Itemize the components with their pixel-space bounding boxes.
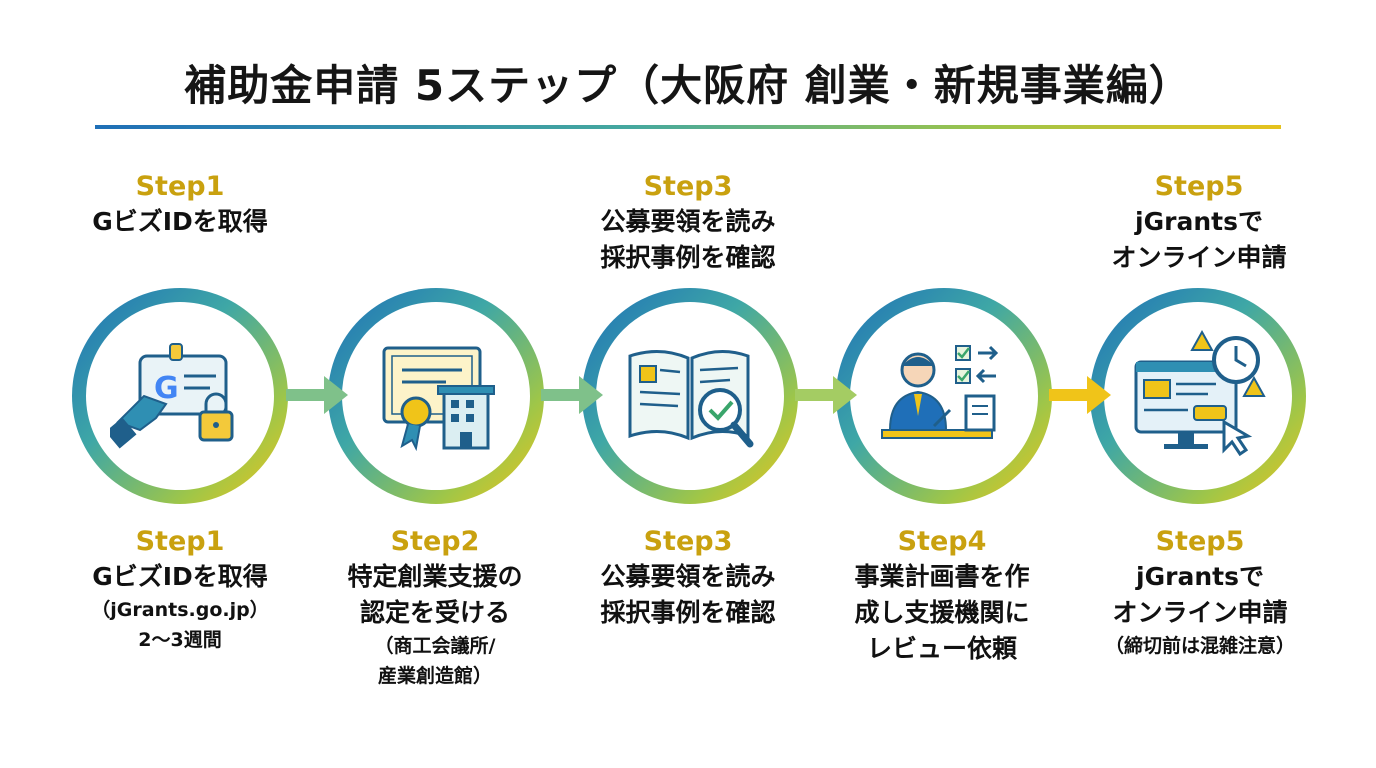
step-title-line: GビズIDを取得 [92, 207, 268, 236]
step2-circle [328, 288, 544, 504]
step4-label: Step4 事業計画書を作 成し支援機関に レビュー依頼 [807, 525, 1077, 667]
step-note-line: 産業創造館） [377, 665, 492, 687]
step-title-line: 認定を受ける [359, 598, 510, 627]
top-label-step5: Step5 jGrantsで オンライン申請 [1079, 170, 1319, 276]
arrow-right-icon [795, 376, 857, 414]
top-label-step3: Step3 公募要領を読み 採択事例を確認 [568, 170, 808, 276]
step-number: Step5 [1154, 171, 1244, 202]
step-number: Step5 [1155, 526, 1245, 557]
step-number: Step3 [643, 526, 733, 557]
step5-circle [1090, 288, 1306, 504]
step-title-line: 事業計画書を作 [854, 562, 1030, 591]
title-underline [95, 125, 1281, 129]
step-number: Step1 [135, 171, 225, 202]
step-number: Step2 [390, 526, 480, 557]
step-title-line: 特定創業支援の [347, 562, 523, 591]
book-magnifier-icon [628, 350, 754, 448]
step-note-line: （締切前は混雑注意） [1104, 635, 1295, 657]
step3-label: Step3 公募要領を読み 採択事例を確認 [553, 525, 823, 631]
step-title-line: オンライン申請 [1111, 243, 1287, 272]
step3-circle [582, 288, 798, 504]
step-title-line: レビュー依頼 [866, 634, 1017, 663]
step-title-line: 採択事例を確認 [600, 598, 776, 627]
step-title-line: 公募要領を読み [600, 207, 776, 236]
step-title-line: GビズIDを取得 [92, 562, 268, 591]
step-title-line: jGrantsで [1136, 562, 1264, 591]
step1-circle: G [72, 288, 288, 504]
step4-circle [836, 288, 1052, 504]
page-title: 補助金申請 5ステップ（大阪府 創業・新規事業編） [184, 61, 1192, 110]
step-title-line: 成し支援機関に [854, 598, 1030, 627]
step-note-line: （jGrants.go.jp） [91, 599, 269, 621]
step1-label: Step1 GビズIDを取得 （jGrants.go.jp） 2〜3週間 [45, 525, 315, 655]
person-checklist-icon [881, 345, 999, 439]
step-number: Step4 [897, 526, 987, 557]
step2-label: Step2 特定創業支援の 認定を受ける （商工会議所/ 産業創造館） [300, 525, 570, 691]
step-title-line: オンライン申請 [1112, 598, 1288, 627]
monitor-clock-icon [1134, 329, 1266, 457]
step-note-line: 2〜3週間 [138, 629, 222, 651]
id-card-lock-icon: G [110, 343, 234, 449]
step-title-line: 採択事例を確認 [600, 243, 776, 272]
step-title-line: 公募要領を読み [600, 562, 776, 591]
arrow-right-icon [541, 376, 603, 414]
certificate-building-icon [382, 346, 495, 452]
top-label-step1: Step1 GビズIDを取得 [60, 170, 300, 240]
step-note-line: （商工会議所/ [374, 635, 496, 657]
arrow-right-icon [1049, 376, 1111, 414]
step5-label: Step5 jGrantsで オンライン申請 （締切前は混雑注意） [1061, 525, 1339, 661]
arrow-right-icon [286, 376, 348, 414]
step-number: Step1 [135, 526, 225, 557]
step-number: Step3 [643, 171, 733, 202]
step-title-line: jGrantsで [1135, 207, 1263, 236]
